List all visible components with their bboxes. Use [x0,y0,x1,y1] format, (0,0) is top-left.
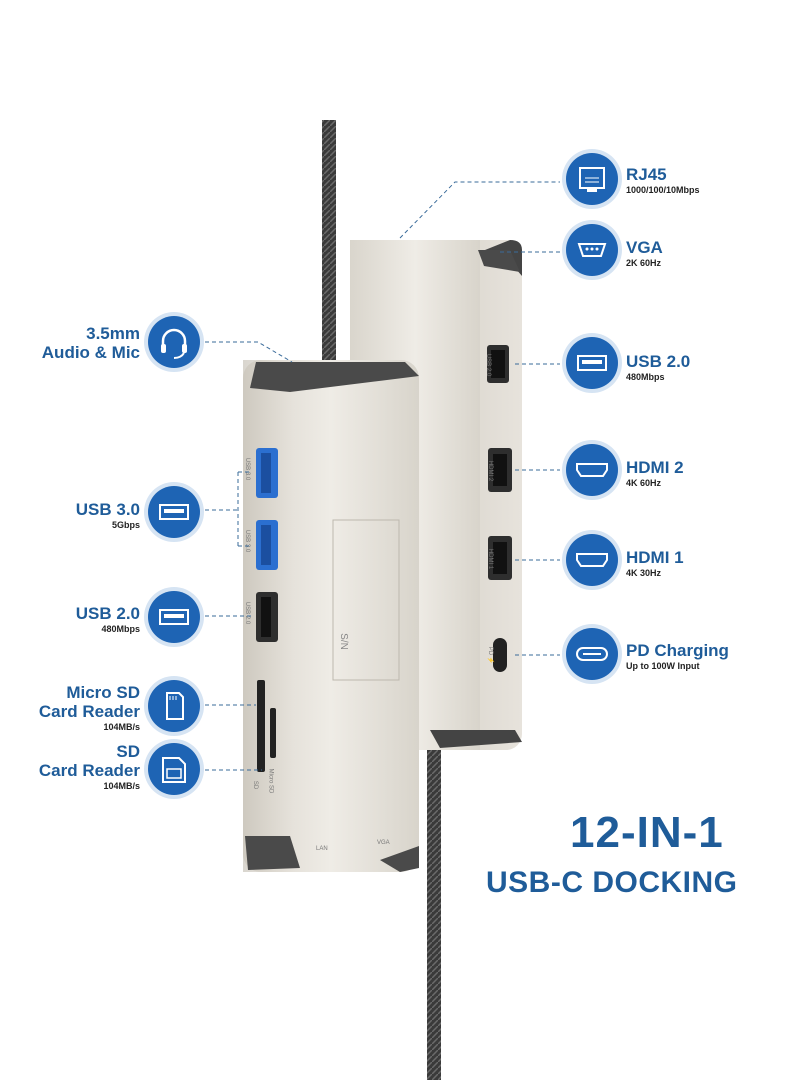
leader-usb30 [205,471,252,547]
usb-port-icon [148,486,200,538]
usb-c-icon [566,628,618,680]
device-label-vga: VGA [377,840,390,846]
usb-port-icon [148,591,200,643]
device-label-lan: LAN [316,846,328,852]
product-title: 12-IN-1 [570,808,724,857]
bottom-cable [427,720,441,1080]
sd-card-icon [148,743,200,795]
micro-sd-icon [148,680,200,732]
headset-icon [148,316,200,368]
hdmi-icon [566,444,618,496]
vga-icon [566,224,618,276]
hdmi-icon [566,534,618,586]
product-subtitle: USB-C DOCKING [486,866,738,899]
leader-audio [205,341,293,363]
top-cable [322,120,336,360]
ethernet-icon [566,153,618,205]
leader-rj45 [399,181,560,239]
usb-port-icon [566,337,618,389]
front-hub [243,360,419,872]
